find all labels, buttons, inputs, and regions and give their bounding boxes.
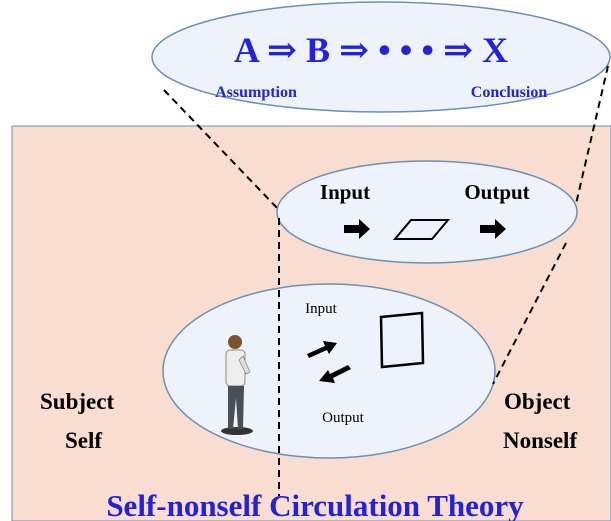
object-label: Object [504,389,571,414]
assumption-label: Assumption [215,84,297,101]
object-frame [379,311,425,369]
bottom-output-label: Output [322,410,365,426]
person-icon [221,335,253,435]
bottom-input-label: Input [305,301,337,317]
subject-label: Subject [40,389,114,414]
interaction-ellipse [162,283,496,459]
middle-input-label: Input [320,180,370,204]
zoom-line-lower-right [492,242,567,385]
process-parallelogram [392,219,451,240]
nonself-label: Nonself [503,428,577,453]
logic-chain-formula: A ⇒ B ⇒ • • • ⇒ X [234,30,508,70]
self-label: Self [65,428,102,453]
bottom-output-arrow [319,365,351,383]
middle-output-label: Output [464,180,529,204]
bottom-input-arrow [307,341,337,358]
logic-chain-ellipse [151,1,611,113]
theory-title: Self-nonself Circulation Theory [106,488,524,521]
conclusion-label: Conclusion [471,84,548,101]
process-ellipse [276,160,578,264]
zoom-line-upper-left [163,89,280,211]
middle-output-arrow [480,219,506,239]
middle-input-arrow [344,219,370,239]
